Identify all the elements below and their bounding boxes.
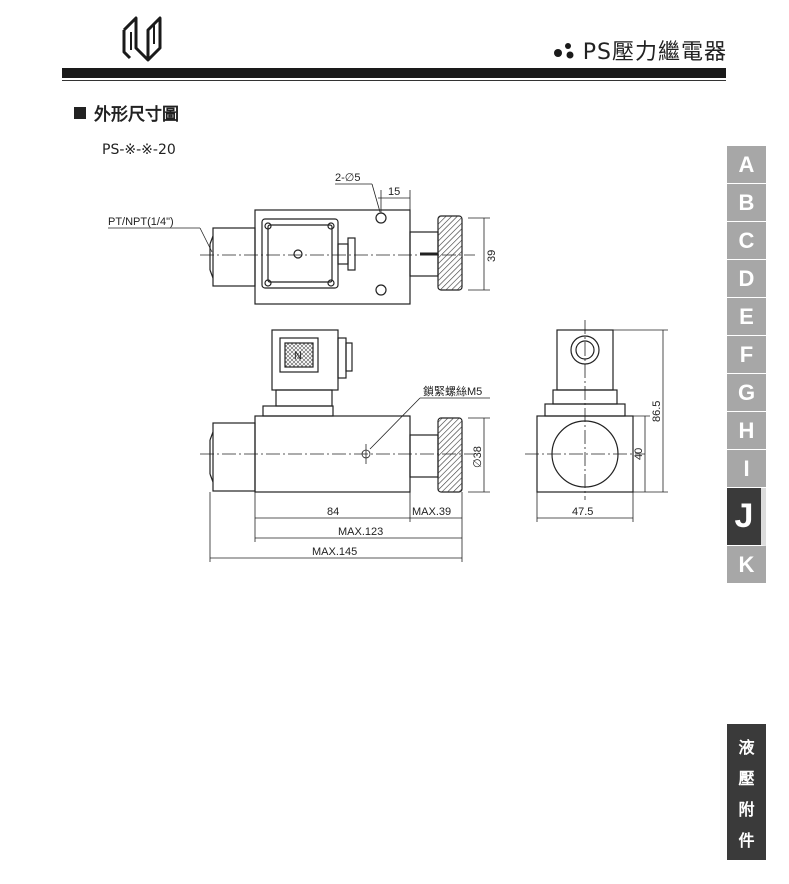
side-category-char: 液 — [738, 737, 755, 757]
hole-label: 2-∅5 — [335, 172, 360, 184]
tab-f[interactable]: F — [727, 336, 766, 374]
brand-logo — [122, 16, 162, 62]
lock-screw-label: 鎖緊螺絲M5 — [423, 384, 482, 398]
square-bullet-icon — [74, 106, 86, 119]
port-label: PT/NPT(1/4") — [108, 216, 174, 228]
side-category-char: 壓 — [738, 768, 755, 788]
model-code: PS-※-※-20 — [102, 142, 176, 158]
dots-icon — [553, 43, 574, 59]
dim-max145: MAX.145 — [312, 546, 357, 558]
header-rule-thick — [62, 68, 726, 78]
dim-40: 40 — [633, 448, 645, 460]
section-title: 外形尺寸圖 — [74, 100, 179, 125]
dim-86-5: 86.5 — [651, 401, 663, 422]
header-rule-thin — [62, 80, 726, 81]
dim-39: 39 — [486, 250, 498, 262]
connector-mark: N — [294, 350, 302, 362]
section-title-text: 外形尺寸圖 — [94, 105, 179, 125]
side-category-char: 附 — [738, 799, 755, 819]
tab-b[interactable]: B — [727, 184, 766, 222]
side-category-char: 件 — [738, 830, 755, 850]
tab-h[interactable]: H — [727, 412, 766, 450]
tab-i[interactable]: I — [727, 450, 766, 488]
side-view — [525, 320, 668, 522]
side-category-label: 液 壓 附 件 — [727, 724, 766, 860]
dim-15: 15 — [388, 186, 400, 198]
tab-k[interactable]: K — [727, 546, 766, 584]
header-title: PS壓力繼電器 — [553, 34, 727, 66]
tab-g[interactable]: G — [727, 374, 766, 412]
dim-84: 84 — [327, 506, 339, 518]
tab-a[interactable]: A — [727, 146, 766, 184]
header-title-text: PS壓力繼電器 — [582, 40, 727, 65]
dim-max123: MAX.123 — [338, 526, 383, 538]
top-view — [108, 183, 490, 305]
dim-38: ∅38 — [472, 446, 484, 468]
front-view — [200, 329, 490, 562]
tab-d[interactable]: D — [727, 260, 766, 298]
dim-max39: MAX.39 — [412, 506, 451, 518]
tab-e[interactable]: E — [727, 298, 766, 336]
dim-47-5: 47.5 — [572, 506, 593, 518]
tab-j[interactable]: J — [727, 488, 766, 546]
tab-c[interactable]: C — [727, 222, 766, 260]
section-tabs: A B C D E F G H I J K — [727, 146, 766, 584]
